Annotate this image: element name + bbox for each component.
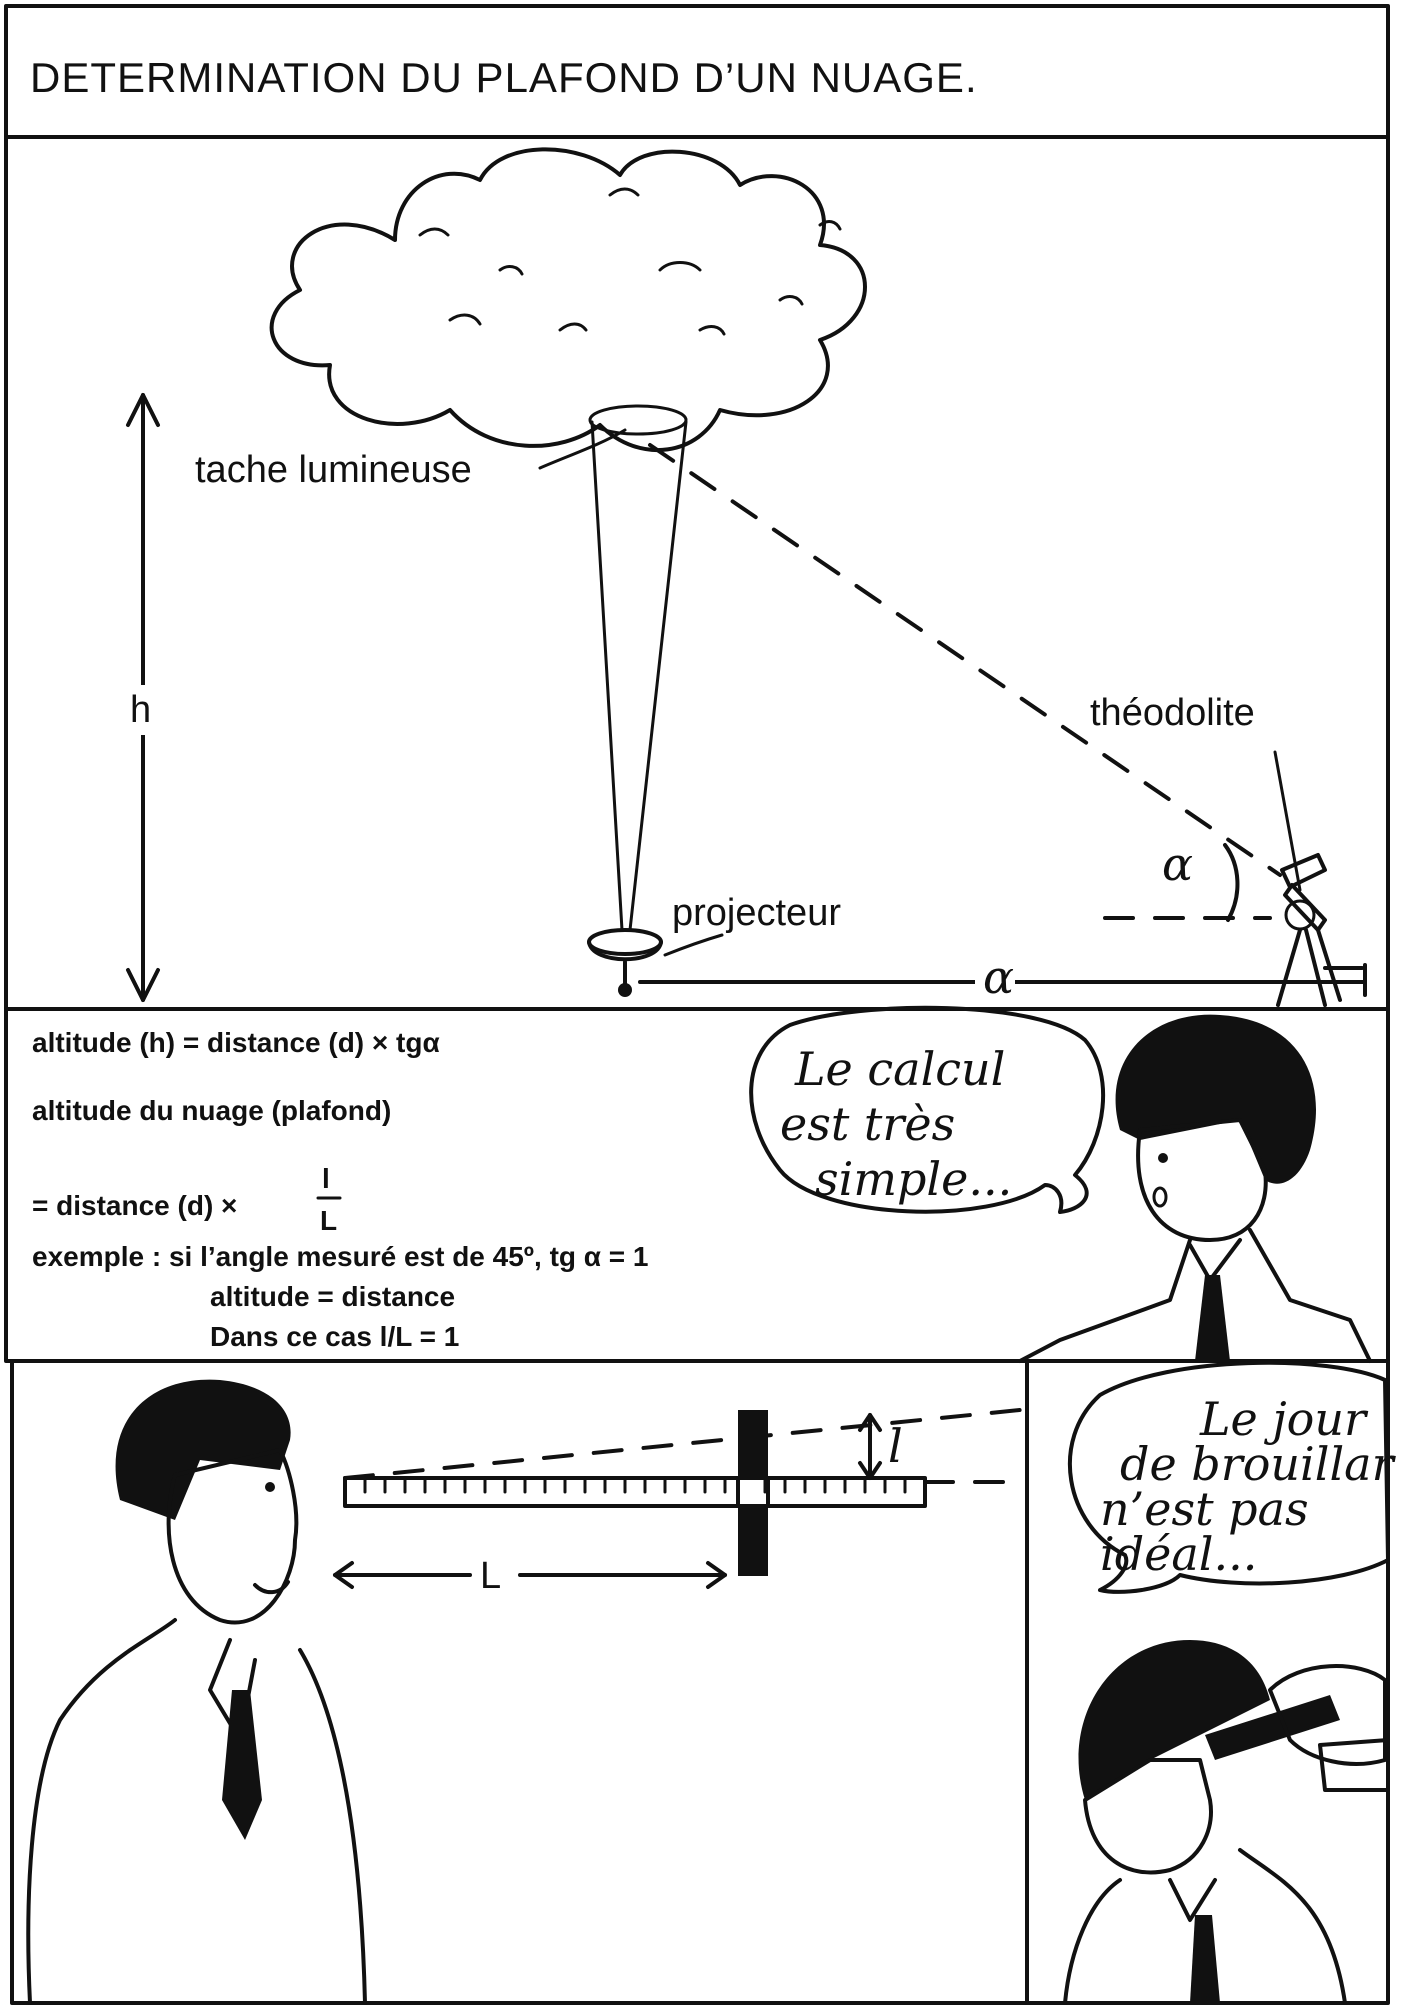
bubble1-line-2: est très — [780, 1097, 955, 1151]
formula-line-5: altitude = distance — [210, 1281, 455, 1312]
spot-label: tache lumineuse — [195, 449, 472, 491]
small-l-label: l — [888, 1419, 903, 1473]
observer-character — [26, 1379, 367, 2005]
scientist-character-1 — [1018, 1014, 1372, 1363]
projector-label: projecteur — [672, 892, 841, 934]
sight-line — [648, 443, 1282, 877]
speech-bubble-1 — [749, 1005, 1106, 1214]
light-beam-left — [590, 420, 624, 932]
height-label: h — [130, 689, 151, 731]
projector-icon — [587, 928, 663, 997]
ruler — [343, 1476, 927, 1508]
angle-alpha-label: α — [1162, 837, 1193, 891]
bubble2-line-1: Le jour — [1199, 1392, 1369, 1446]
fraction-numerator: l — [322, 1163, 330, 1194]
bubble1-line-1: Le calcul — [794, 1042, 1005, 1096]
cloud-illustration — [269, 147, 867, 452]
spot-leader-line — [538, 428, 627, 470]
speech-bubble-2 — [1067, 1360, 1390, 1594]
upper-sight-line — [343, 1408, 1022, 1480]
ruler-cursor — [736, 1410, 770, 1576]
bubble2-line-3: n’est pas — [1100, 1482, 1309, 1536]
formula-line-6: Dans ce cas l/L = 1 — [210, 1321, 459, 1352]
small-l-arrow — [858, 1413, 882, 1480]
theodolite-operator-character — [1063, 1640, 1390, 2005]
theodolite-label: théodolite — [1090, 692, 1255, 734]
bubble2-line-4: idéal... — [1100, 1527, 1257, 1581]
formula-line-2: altitude du nuage (plafond) — [32, 1095, 391, 1126]
light-spot — [588, 404, 688, 436]
bubble1-line-3: simple... — [815, 1152, 1012, 1206]
theodolite-icon — [1273, 750, 1364, 1007]
bubble2-line-2: de brouillar — [1120, 1437, 1397, 1491]
big-L-label: L — [480, 1555, 501, 1597]
formula-line-4: exemple : si l’angle mesuré est de 45º, … — [32, 1241, 648, 1272]
angle-arc — [1223, 843, 1240, 922]
formula-line-1: altitude (h) = distance (d) × tgα — [32, 1027, 440, 1058]
page-title: DETERMINATION DU PLAFOND D’UN NUAGE. — [30, 54, 978, 101]
height-arrow — [125, 393, 161, 1002]
light-beam-right — [628, 420, 688, 932]
baseline-alpha-label: α — [983, 950, 1014, 1004]
fraction-denominator: L — [320, 1205, 337, 1236]
formula-line-3: = distance (d) × — [32, 1190, 237, 1221]
projector-leader-line — [663, 933, 724, 957]
big-L-arrow — [333, 1561, 727, 1589]
